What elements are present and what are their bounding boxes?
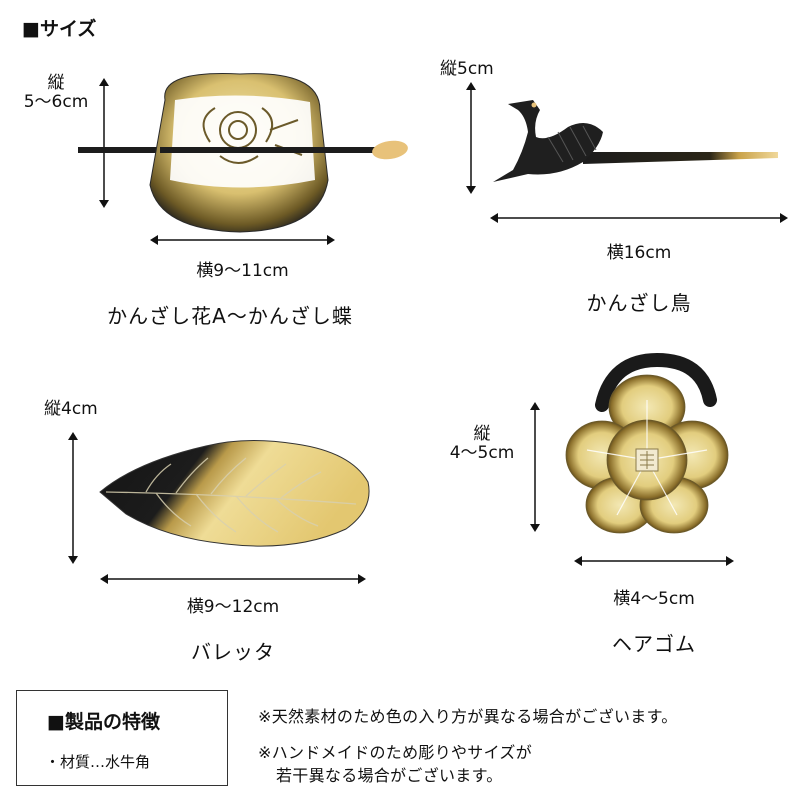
hair-tie-height-text: 縦 4～5cm [449, 424, 515, 463]
hair-tie-height-arrow [530, 402, 540, 532]
barrette-height-label: 縦4cm [44, 399, 98, 419]
kanzashi-flower-height-text: 縦 5～6cm [23, 73, 89, 112]
barrette-width-label: 横9～12cm [186, 597, 280, 617]
note-handmade: ※ハンドメイドのため彫りやサイズが [258, 743, 533, 762]
hair-tie-width-label: 横4～5cm [613, 589, 695, 609]
kanzashi-bird-width-arrow [490, 213, 788, 223]
kanzashi-flower-image [78, 73, 408, 233]
kanzashi-bird-height-arrow [466, 82, 476, 194]
kanzashi-flower-width-arrow [150, 235, 335, 245]
kanzashi-bird-image [493, 100, 778, 182]
barrette-image [99, 439, 370, 547]
note-handmade-continued: 若干異なる場合がございます。 [276, 766, 503, 785]
kanzashi-flower-height-arrow [99, 78, 109, 208]
product-features-heading: ■製品の特徴 [47, 711, 160, 733]
hair-tie-width-arrow [574, 556, 734, 566]
note-natural-material: ※天然素材のため色の入り方が異なる場合がございます。 [258, 707, 678, 726]
hair-tie-name: ヘアゴム [612, 632, 696, 656]
kanzashi-bird-name: かんざし鳥 [586, 291, 692, 315]
section-title: ■サイズ [22, 18, 97, 40]
barrette-width-arrow [100, 574, 366, 584]
kanzashi-flower-width-label: 横9～11cm [196, 261, 289, 281]
barrette-height-arrow [68, 432, 78, 564]
kanzashi-bird-height-label: 縦5cm [440, 59, 494, 79]
barrette-name: バレッタ [191, 640, 275, 664]
product-features-box: ■製品の特徴 ・材質…水牛角 [16, 690, 228, 786]
kanzashi-bird-width-label: 横16cm [606, 243, 672, 263]
hair-tie-height-label: 縦 4～5cm [440, 425, 524, 462]
kanzashi-flower-name: かんざし花A～かんざし蝶 [107, 304, 353, 328]
kanzashi-flower-height-label: 縦 5～6cm [14, 74, 98, 111]
hair-tie-image [565, 352, 729, 534]
product-material: ・材質…水牛角 [45, 753, 151, 771]
